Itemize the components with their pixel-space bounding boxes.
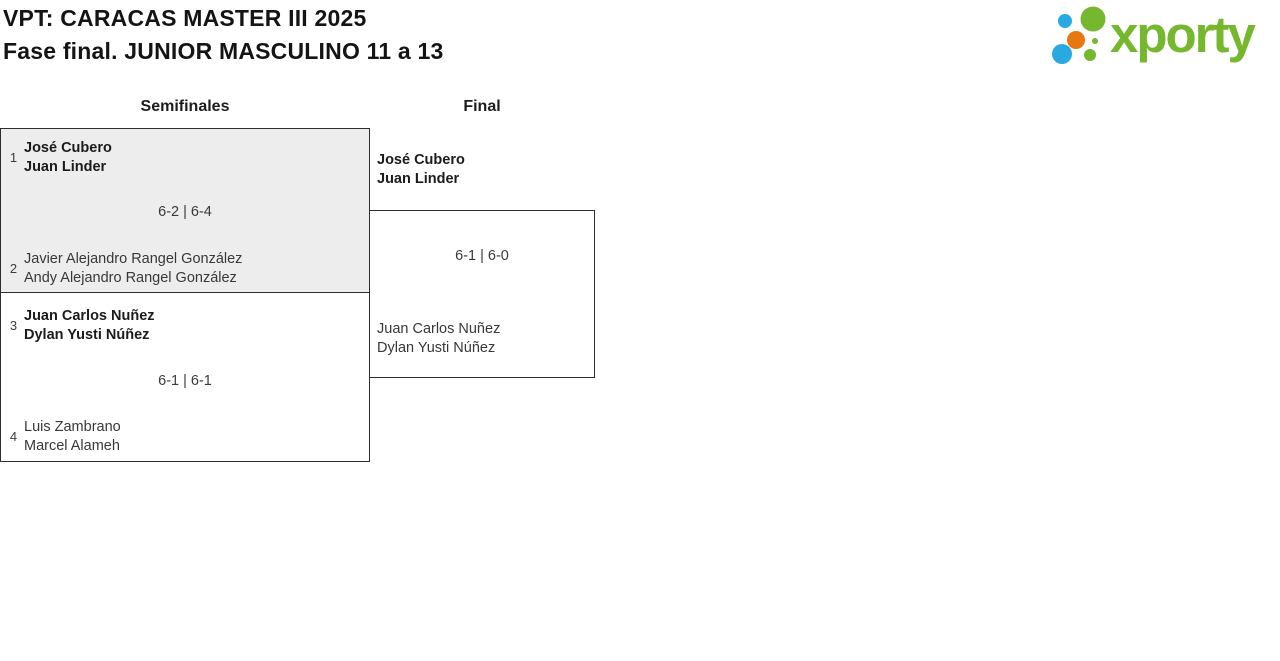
player-name: Juan Carlos Nuñez bbox=[24, 308, 155, 324]
match-semifinal-1: 1 José Cubero Juan Linder 6-2 | 6-4 2 Ja… bbox=[0, 128, 370, 293]
player-name: José Cubero bbox=[377, 152, 465, 168]
player-name: Andy Alejandro Rangel González bbox=[24, 270, 237, 286]
team-sf2-top: 3 Juan Carlos Nuñez Dylan Yusti Núñez bbox=[1, 307, 369, 345]
team-final-top: José Cubero Juan Linder bbox=[377, 151, 465, 189]
round-header-semifinales: Semifinales bbox=[140, 98, 230, 115]
player-name: Juan Carlos Nuñez bbox=[377, 321, 501, 337]
xporty-wordmark: xporty bbox=[1110, 6, 1256, 63]
page-title: VPT: CARACAS MASTER III 2025 bbox=[3, 5, 367, 31]
player-name: Javier Alejandro Rangel González bbox=[24, 251, 243, 267]
team-sf2-bottom: 4 Luis Zambrano Marcel Alameh bbox=[1, 418, 369, 456]
round-header-final: Final bbox=[463, 98, 501, 115]
seed-number: 4 bbox=[9, 429, 18, 444]
team-final-bottom: Juan Carlos Nuñez Dylan Yusti Núñez bbox=[370, 320, 594, 358]
xporty-logo[interactable]: xporty bbox=[1046, 4, 1256, 66]
xporty-dots-icon bbox=[1052, 6, 1106, 64]
player-name: Luis Zambrano bbox=[24, 419, 121, 435]
player-name: Juan Linder bbox=[24, 159, 107, 175]
player-name: Marcel Alameh bbox=[24, 438, 120, 454]
match-score: 6-1 | 6-0 bbox=[455, 248, 509, 264]
seed-number: 1 bbox=[9, 150, 18, 165]
team-sf1-bottom: 2 Javier Alejandro Rangel González Andy … bbox=[1, 250, 369, 288]
match-final: 6-1 | 6-0 Juan Carlos Nuñez Dylan Yusti … bbox=[369, 210, 595, 378]
seed-number: 3 bbox=[9, 318, 18, 333]
team-sf1-top: 1 José Cubero Juan Linder bbox=[1, 139, 369, 177]
player-name: Juan Linder bbox=[377, 171, 460, 187]
match-score: 6-2 | 6-4 bbox=[158, 204, 212, 220]
match-semifinal-2: 3 Juan Carlos Nuñez Dylan Yusti Núñez 6-… bbox=[0, 292, 370, 462]
player-name: Dylan Yusti Núñez bbox=[377, 340, 496, 356]
seed-number: 2 bbox=[9, 261, 18, 276]
player-name: José Cubero bbox=[24, 140, 112, 156]
page-subtitle: Fase final. JUNIOR MASCULINO 11 a 13 bbox=[3, 38, 444, 64]
match-score: 6-1 | 6-1 bbox=[158, 373, 212, 389]
player-name: Dylan Yusti Núñez bbox=[24, 327, 150, 343]
tournament-header: VPT: CARACAS MASTER III 2025 Fase final.… bbox=[3, 2, 444, 68]
